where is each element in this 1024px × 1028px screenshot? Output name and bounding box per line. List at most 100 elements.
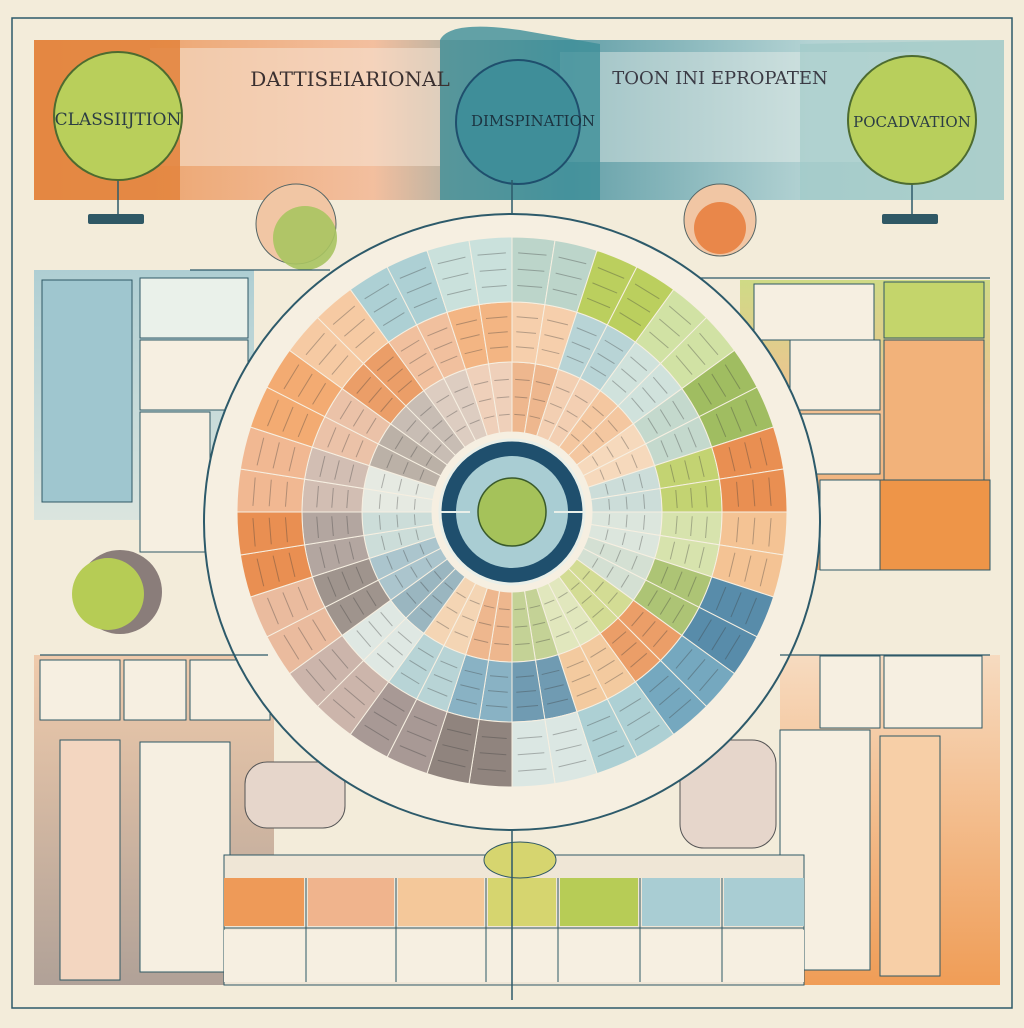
wheel-text-line: [582, 570, 591, 580]
wheel-text-line: [591, 558, 599, 568]
wheel-text-line: [479, 752, 507, 756]
wheel-text-line: [396, 496, 399, 510]
wheel-text-line: [355, 675, 375, 693]
wheel-text-line: [546, 698, 569, 705]
wheel-text-line: [627, 711, 651, 727]
wheel-text-line: [444, 433, 454, 442]
wheel-text-line: [517, 284, 543, 288]
wheel-text-line: [711, 373, 727, 397]
wheel-text-line: [684, 460, 690, 480]
wheel-text-line: [399, 267, 427, 279]
wheel-text-line: [498, 608, 510, 611]
wheel-text-line: [406, 420, 417, 432]
wheel-text-line: [433, 444, 442, 454]
wheel-text-line: [366, 417, 377, 434]
wheel-text-line: [455, 698, 478, 705]
wheel-text-line: [675, 515, 678, 535]
wheel-text-line: [592, 730, 618, 742]
wheel-text-line: [752, 517, 756, 545]
wheel-text-line: [440, 660, 458, 669]
wheel-text-line: [348, 541, 355, 560]
wheel-text-line: [334, 544, 340, 564]
wheel-text-line: [570, 433, 580, 442]
wheel-text-line: [643, 515, 646, 530]
wheel-text-line: [419, 469, 425, 480]
wheel-text-line: [517, 736, 543, 740]
wheel-text-line: [288, 446, 296, 472]
wheel-text-line: [400, 672, 420, 685]
wheel-text-line: [668, 305, 692, 325]
wheel-text-line: [464, 348, 483, 355]
wheel-text-line: [631, 611, 644, 627]
wheel-text-line: [284, 517, 288, 543]
wheel-text-line: [592, 607, 604, 618]
wheel-text-line: [380, 611, 393, 627]
wheel-text-line: [410, 446, 418, 458]
wheel-text-line: [566, 606, 578, 614]
wheel-text-line: [634, 283, 660, 300]
wheel-text-line: [312, 382, 327, 405]
wheel-text-line: [659, 318, 680, 337]
wheel-text-line: [398, 532, 403, 546]
wheel-text-line: [619, 312, 642, 327]
wheel-text-line: [649, 675, 669, 693]
wheel-text-line: [417, 647, 434, 658]
wheel-text-line: [571, 341, 591, 350]
left-panel: [34, 270, 254, 553]
wheel-text-line: [698, 455, 705, 478]
wheel-text-line: [464, 669, 483, 676]
wheel-text-line: [597, 659, 615, 672]
banner-title-left: DATTISEIARIONAL: [250, 67, 450, 91]
wheel-text-line: [297, 373, 313, 397]
wheel-text-line: [481, 284, 507, 288]
bottom-right-panel: [679, 655, 1000, 985]
wheel-text-line: [252, 518, 256, 547]
bottom-table: [223, 841, 805, 986]
wheel-text-line: [599, 469, 605, 480]
wheel-text-line: [413, 498, 416, 510]
wheel-text-line: [647, 417, 658, 434]
wheel-text-line: [382, 312, 405, 327]
node-center-label: DIMSPINATION: [471, 112, 595, 130]
wheel-text-line: [386, 454, 393, 469]
wheel-text-line: [394, 436, 404, 450]
wheel-text-line: [529, 605, 541, 609]
wheel-text-line: [473, 638, 489, 644]
wheel-text-line: [724, 634, 741, 660]
wheel-text-line: [364, 283, 390, 300]
wheel-text-line: [631, 397, 644, 413]
wheel-text-line: [380, 397, 393, 413]
wheel-text-line: [516, 316, 539, 319]
wheel-text-line: [397, 631, 413, 644]
wheel-text-line: [631, 454, 638, 469]
wheel-text-line: [485, 316, 508, 319]
wheel-text-line: [621, 532, 626, 546]
wheel-text-line: [440, 355, 458, 364]
wheel-text-line: [544, 419, 555, 425]
wheel-text-line: [469, 599, 480, 605]
wheel-text-line: [515, 378, 530, 381]
wheel-text-line: [282, 406, 294, 432]
wheel-text-line: [606, 566, 614, 578]
wheel-text-line: [331, 516, 334, 537]
wheel-text-line: [517, 268, 545, 272]
wheel-text-line: [621, 368, 637, 382]
wheel-text-line: [496, 625, 510, 628]
wheel-text-line: [698, 546, 705, 569]
wheel-text-line: [599, 544, 605, 555]
wheel-text-line: [433, 570, 442, 580]
wheel-text-line: [555, 631, 570, 638]
wheel-text-line: [625, 496, 628, 510]
wheel-text-line: [597, 267, 625, 279]
wheel-text-line: [442, 272, 469, 280]
wheel-text-line: [515, 346, 535, 349]
wheel-text-line: [387, 368, 403, 382]
wheel-text-line: [675, 355, 693, 375]
wheel-text-line: [555, 386, 570, 393]
wheel-text-line: [705, 516, 708, 539]
wheel-text-line: [515, 675, 535, 678]
wheel-text-line: [332, 305, 356, 325]
wheel-text-line: [406, 592, 417, 604]
wheel-text-line: [446, 728, 472, 736]
